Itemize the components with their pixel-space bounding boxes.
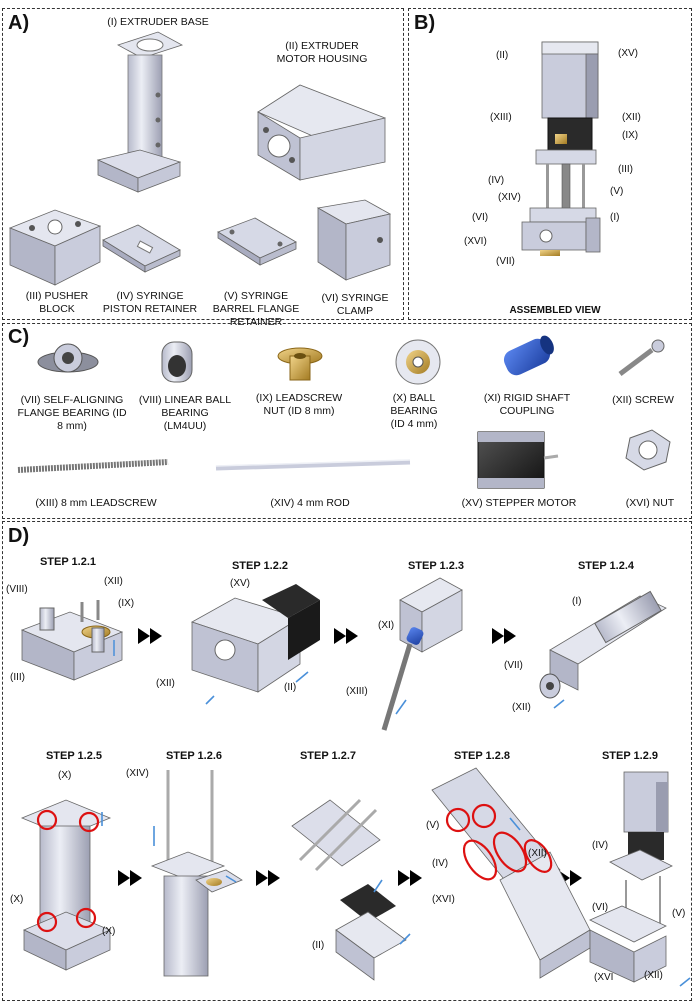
step-1-2-7-illustration xyxy=(291,798,407,981)
step-1-2-9-illustration xyxy=(589,771,673,983)
step-1-2-1-illustration xyxy=(20,600,124,681)
step-1-2-8-title: STEP 1.2.8 xyxy=(453,750,511,762)
motor-housing-illustration xyxy=(257,84,386,181)
assembled-callout-ii: (II) xyxy=(496,50,509,61)
step-arrow-4 xyxy=(118,870,142,886)
step-arrow-5 xyxy=(256,870,280,886)
assembled-view-caption: ASSEMBLED VIEW xyxy=(509,305,601,316)
caption-extruder-base: (I) EXTRUDER BASE xyxy=(107,16,209,28)
s5-callout-x-top: (X) xyxy=(58,770,72,781)
assembled-callout-xii: (XII) xyxy=(622,112,641,123)
caption-ball-bearing: (X) BALL BEARING (ID 4 mm) xyxy=(390,392,438,430)
panel-a-parts xyxy=(2,8,404,320)
caption-nut: (XVI) NUT xyxy=(625,497,675,509)
panel-d-assembly-steps xyxy=(2,521,692,1001)
assembled-callout-iv: (IV) xyxy=(488,175,505,186)
s1-callout-viii: (VIII) xyxy=(6,584,28,595)
s8-callout-xii: (XII) xyxy=(528,848,547,859)
piston-retainer-illustration xyxy=(102,224,181,273)
panel-c-hardware xyxy=(2,323,692,519)
caption-screw: (XII) SCREW xyxy=(612,394,674,406)
panel-b-assembled xyxy=(408,8,692,320)
pusher-block-illustration xyxy=(8,209,102,286)
s5-callout-x-right: (X) xyxy=(102,926,116,937)
s8-callout-xvi: (XVI) xyxy=(432,894,455,905)
panel-a-label: A) xyxy=(8,12,30,34)
s3-callout-xi: (XI) xyxy=(378,620,395,631)
assembled-callout-iii: (III) xyxy=(618,164,633,175)
caption-syringe-clamp: (VI) SYRINGE CLAMP xyxy=(321,292,389,317)
s2-callout-ii: (II) xyxy=(284,682,297,693)
step-1-2-4-title: STEP 1.2.4 xyxy=(577,560,635,572)
s9-callout-xii: (XII) xyxy=(644,970,663,981)
step-1-2-4-illustration xyxy=(539,590,667,699)
caption-barrel-retainer: (V) SYRINGE BARREL FLANGE RETAINER xyxy=(212,290,300,328)
s9-callout-v: (V) xyxy=(672,908,686,919)
caption-leadscrew-nut: (IX) LEADSCREW NUT (ID 8 mm) xyxy=(255,392,343,417)
step-1-2-2-title: STEP 1.2.2 xyxy=(231,560,289,572)
step-1-2-6-title: STEP 1.2.6 xyxy=(165,750,223,762)
step-1-2-2-illustration xyxy=(191,584,320,693)
assembled-callout-vii: (VII) xyxy=(496,256,515,267)
s1-callout-ix: (IX) xyxy=(118,598,135,609)
assembled-callout-v: (V) xyxy=(610,186,624,197)
caption-rod: (XIV) 4 mm ROD xyxy=(270,497,350,509)
assembled-callout-ix: (IX) xyxy=(622,130,639,141)
caption-piston-retainer: (IV) SYRINGE PISTON RETAINER xyxy=(102,290,198,315)
caption-coupling: (XI) RIGID SHAFT COUPLING xyxy=(483,392,571,417)
caption-linear-bearing: (VIII) LINEAR BALL BEARING (LM4UU) xyxy=(138,394,232,432)
panel-b-label: B) xyxy=(414,12,436,34)
panel-d-label: D) xyxy=(8,525,30,547)
s9-callout-vi: (VI) xyxy=(592,902,609,913)
s4-callout-vii: (VII) xyxy=(504,660,523,671)
step-1-2-3-title: STEP 1.2.3 xyxy=(407,560,465,572)
assembled-callout-xiii: (XIII) xyxy=(490,112,512,123)
s9-callout-iv: (IV) xyxy=(592,840,609,851)
step-1-2-3-illustration xyxy=(381,577,463,731)
assembled-callout-xv: (XV) xyxy=(618,48,638,59)
assembled-callout-xiv: (XIV) xyxy=(498,192,521,203)
step-1-2-5-illustration xyxy=(20,799,112,971)
caption-flange-bearing: (VII) SELF-ALIGNING FLANGE BEARING (ID 8… xyxy=(17,394,127,432)
step-1-2-9-title: STEP 1.2.9 xyxy=(601,750,659,762)
s8-callout-v: (V) xyxy=(426,820,440,831)
syringe-clamp-illustration xyxy=(316,199,392,281)
s1-callout-xii: (XII) xyxy=(104,576,123,587)
barrel-retainer-illustration xyxy=(217,217,297,266)
s8-callout-iv: (IV) xyxy=(432,858,449,869)
caption-motor-housing: (II) EXTRUDER MOTOR HOUSING xyxy=(276,40,368,65)
step-1-2-8-illustration xyxy=(431,767,591,979)
s5-callout-x-left: (X) xyxy=(10,894,24,905)
assembled-callout-i: (I) xyxy=(610,212,620,223)
extruder-base-illustration xyxy=(96,31,184,193)
step-arrow-3 xyxy=(492,628,516,644)
assembled-callout-xvi: (XVI) xyxy=(464,236,487,247)
s7-callout-ii: (II) xyxy=(312,940,325,951)
step-1-2-1-title: STEP 1.2.1 xyxy=(39,556,97,568)
step-arrow-6 xyxy=(398,870,422,886)
s4-callout-i: (I) xyxy=(572,596,582,607)
s2-callout-xv: (XV) xyxy=(230,578,250,589)
assembled-callout-vi: (VI) xyxy=(472,212,489,223)
panel-c-label: C) xyxy=(8,326,30,348)
step-1-2-7-title: STEP 1.2.7 xyxy=(299,750,357,762)
step-arrow-2 xyxy=(334,628,358,644)
s4-callout-xii: (XII) xyxy=(512,702,531,713)
s9-callout-xvi: (XVI xyxy=(594,972,614,983)
step-1-2-5-title: STEP 1.2.5 xyxy=(45,750,103,762)
s6-callout-xiv: (XIV) xyxy=(126,768,149,779)
caption-leadscrew: (XIII) 8 mm LEADSCREW xyxy=(35,497,157,509)
s1-callout-iii: (III) xyxy=(10,672,25,683)
caption-stepper-motor: (XV) STEPPER MOTOR xyxy=(461,497,577,509)
motion-arrows xyxy=(101,671,691,987)
caption-pusher-block: (III) PUSHER BLOCK xyxy=(25,290,89,315)
s3-callout-xiii: (XIII) xyxy=(346,686,368,697)
s2-callout-xii: (XII) xyxy=(156,678,175,689)
step-1-2-6-illustration xyxy=(150,770,243,977)
step-arrow-1 xyxy=(138,628,162,644)
